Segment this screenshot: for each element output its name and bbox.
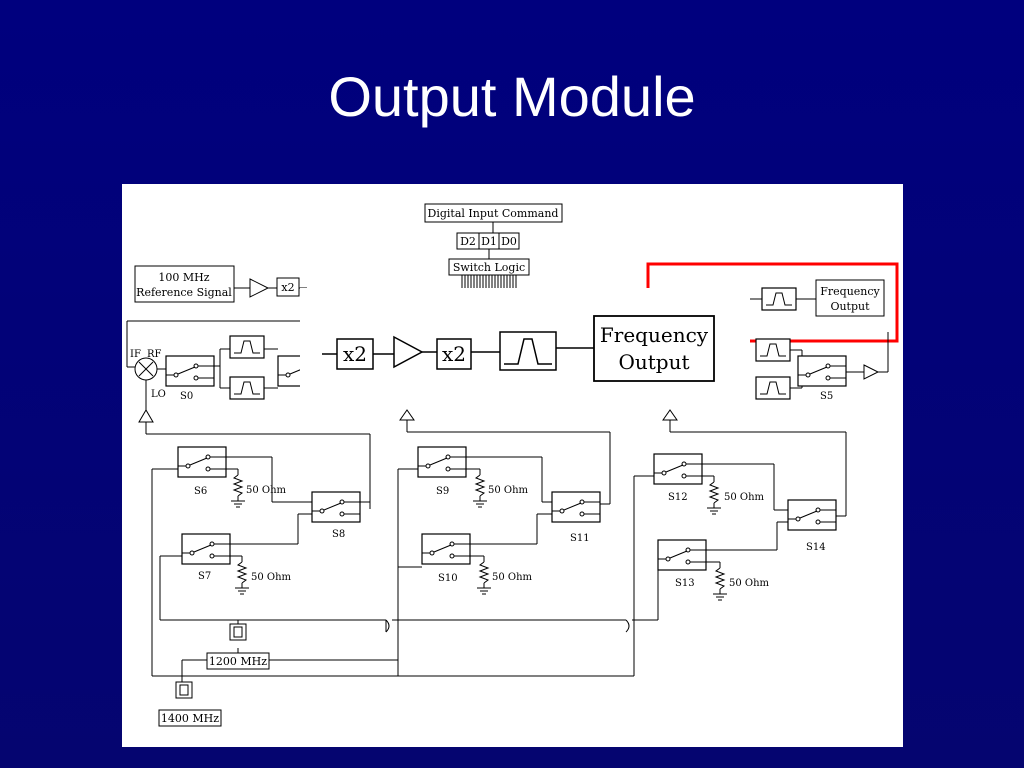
switch-s10 xyxy=(421,533,471,565)
source-1400-box: 1400 MHz xyxy=(158,709,222,727)
switch-s14-label: S14 xyxy=(806,542,826,553)
switch-s0 xyxy=(165,355,215,387)
bit-d1: D1 xyxy=(481,235,497,248)
zoom-inset: x2 x2 Frequency Output xyxy=(300,288,750,400)
switch-s10-label: S10 xyxy=(438,573,458,584)
frequency-output-box-small: Frequency Output xyxy=(815,279,885,317)
switch-s9 xyxy=(417,446,467,478)
switch-s6-label: S6 xyxy=(194,486,207,497)
switch-s7-label: S7 xyxy=(198,571,211,582)
switch-s13-label: S13 xyxy=(675,578,695,589)
mixer-lo-label: LO xyxy=(151,389,166,400)
termination-s9: 50 Ohm xyxy=(488,485,529,496)
switch-s8 xyxy=(311,491,361,523)
oscillator-1200 xyxy=(229,623,247,641)
multiplier-box-small: x2 xyxy=(276,277,300,297)
switch-s7 xyxy=(181,533,231,565)
switch-logic-label: Switch Logic xyxy=(453,261,525,274)
bit-boxes: D2 D1 D0 xyxy=(456,232,520,250)
zoom-multiplier-2: x2 xyxy=(442,342,466,366)
switch-s9-label: S9 xyxy=(436,486,449,497)
zoom-frequency-output-line2: Output xyxy=(618,350,689,374)
oscillator-1400 xyxy=(175,681,193,699)
zoom-multiplier-1: x2 xyxy=(343,342,367,366)
switch-logic-box: Switch Logic xyxy=(448,258,530,276)
switch-s13 xyxy=(657,539,707,571)
switch-s5-label: S5 xyxy=(820,391,833,402)
source-1200-box: 1200 MHz xyxy=(206,652,270,670)
mixer-if-label: IF xyxy=(130,349,141,360)
zoom-frequency-output-line1: Frequency xyxy=(600,323,709,347)
reference-signal-box: 100 MHz Reference Signal xyxy=(134,265,235,303)
termination-s10: 50 Ohm xyxy=(492,572,533,583)
frequency-output-small-line2: Output xyxy=(830,300,870,313)
mixer-rf-label: RF xyxy=(147,349,162,360)
mixer: IF RF LO xyxy=(130,349,166,400)
bit-d2: D2 xyxy=(460,235,476,248)
amplifier-triangle xyxy=(249,278,270,298)
switch-s8-label: S8 xyxy=(332,529,345,540)
reference-signal-line2: Reference Signal xyxy=(136,286,232,299)
digital-input-command-box: Digital Input Command xyxy=(424,203,563,223)
switch-s12-label: S12 xyxy=(668,492,688,503)
multiplier-label-small: x2 xyxy=(281,281,294,294)
termination-s12: 50 Ohm xyxy=(724,492,765,503)
switch-s12 xyxy=(653,453,703,485)
reference-signal-line1: 100 MHz xyxy=(158,271,209,284)
frequency-output-small-line1: Frequency xyxy=(820,285,880,298)
lo-amplifier xyxy=(138,409,154,423)
switch-s14 xyxy=(787,499,837,531)
slide-title: Output Module xyxy=(328,65,696,128)
source-1400-label: 1400 MHz xyxy=(161,712,219,725)
switch-s11-label: S11 xyxy=(570,533,590,544)
termination-s7: 50 Ohm xyxy=(251,572,292,583)
switch-s0-label: S0 xyxy=(180,391,193,402)
termination-s6: 50 Ohm xyxy=(246,485,287,496)
source-1200-label: 1200 MHz xyxy=(209,655,267,668)
bit-d0: D0 xyxy=(501,235,517,248)
switch-s11 xyxy=(551,491,601,523)
schematic-diagram: Digital Input Command D2 D1 D0 Switch Lo… xyxy=(122,184,903,747)
switch-s5 xyxy=(797,355,847,387)
termination-s13: 50 Ohm xyxy=(729,578,770,589)
control-bus-lines xyxy=(461,275,517,289)
switch-s6 xyxy=(177,446,227,478)
digital-input-command-label: Digital Input Command xyxy=(428,207,559,220)
